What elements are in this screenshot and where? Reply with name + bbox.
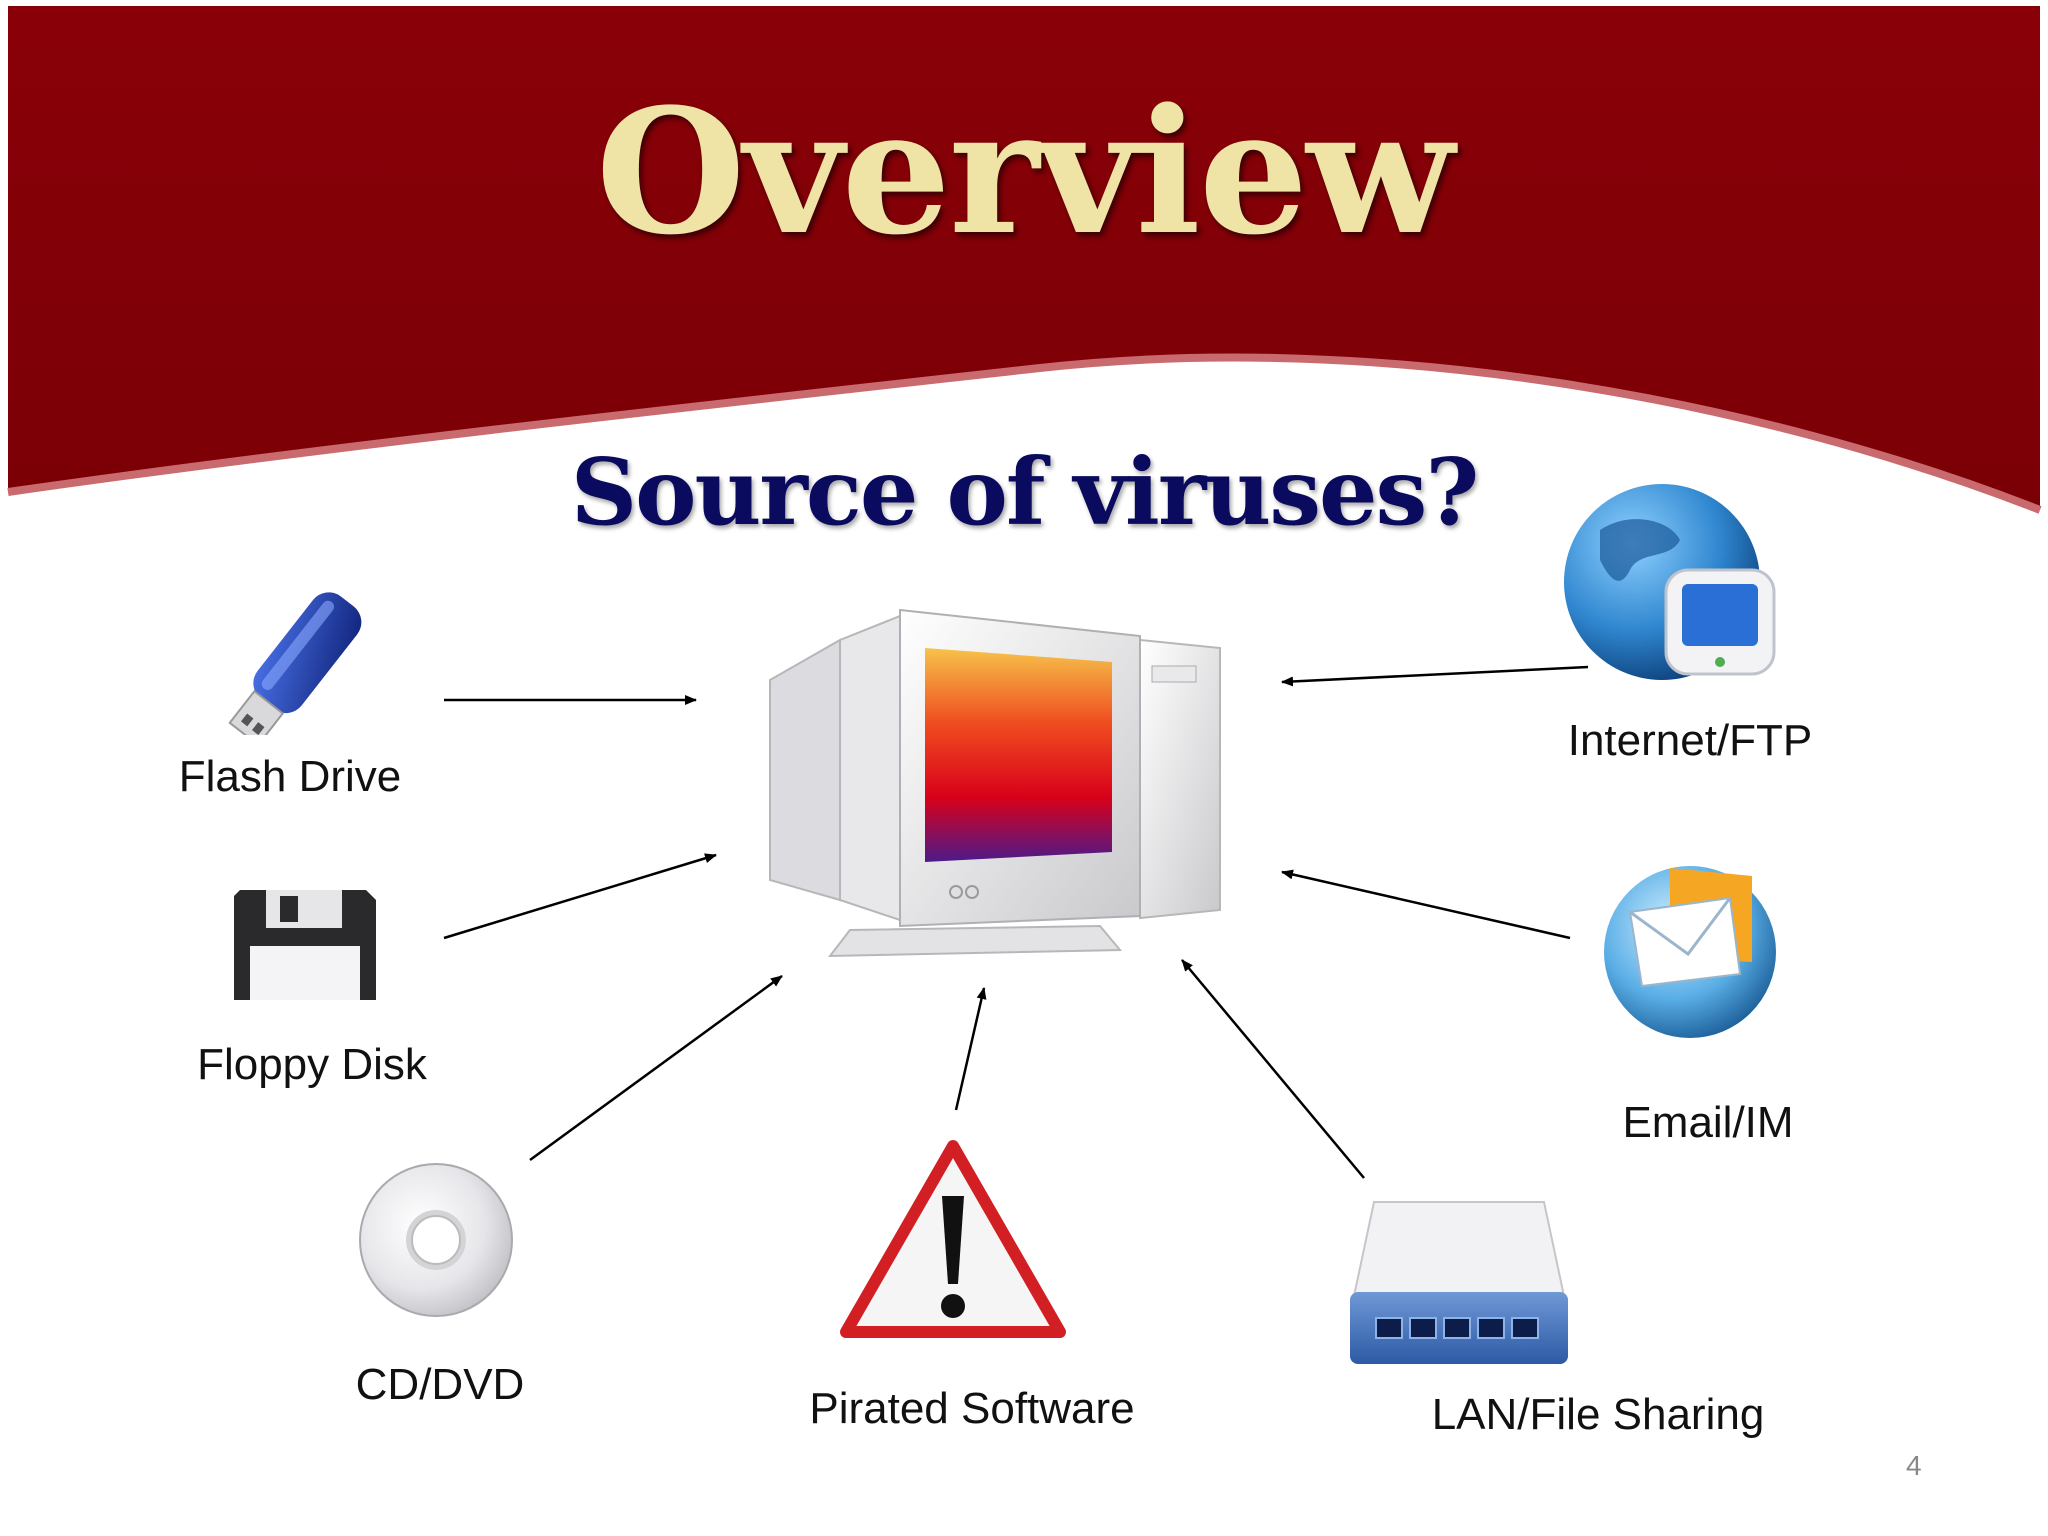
globe-icon [1564,484,1776,680]
slide-title: Overview [595,70,1455,273]
label-email-im: Email/IM [1622,1098,1794,1147]
arrow-internet-ftp [1281,665,1589,687]
label-pirated-software: Pirated Software [809,1384,1135,1433]
network-switch-icon [1350,1201,1568,1364]
computer-icon [769,608,1221,958]
floppy-disk-icon [234,890,376,1000]
slide-subtitle: Source of viruses? [570,438,1480,546]
arrow-lan-file-sharing [1181,959,1365,1179]
page-number: 4 [1906,1450,1922,1481]
label-internet-ftp: Internet/FTP [1567,716,1813,765]
email-icon [1604,866,1776,1038]
cd-dvd-icon [359,1163,513,1317]
warning-icon [840,1140,1066,1338]
arrow-email-im [1281,869,1571,940]
label-cd-dvd: CD/DVD [355,1360,525,1409]
arrow-pirated-software [954,987,987,1111]
title-banner [7,6,2042,514]
flash-drive-icon [228,592,362,735]
label-floppy-disk: Floppy Disk [197,1040,427,1089]
arrow-floppy-disk [443,853,717,940]
arrow-cd-dvd [529,974,783,1162]
label-lan-file-sharing: LAN/File Sharing [1431,1390,1765,1439]
label-flash-drive: Flash Drive [178,752,402,801]
